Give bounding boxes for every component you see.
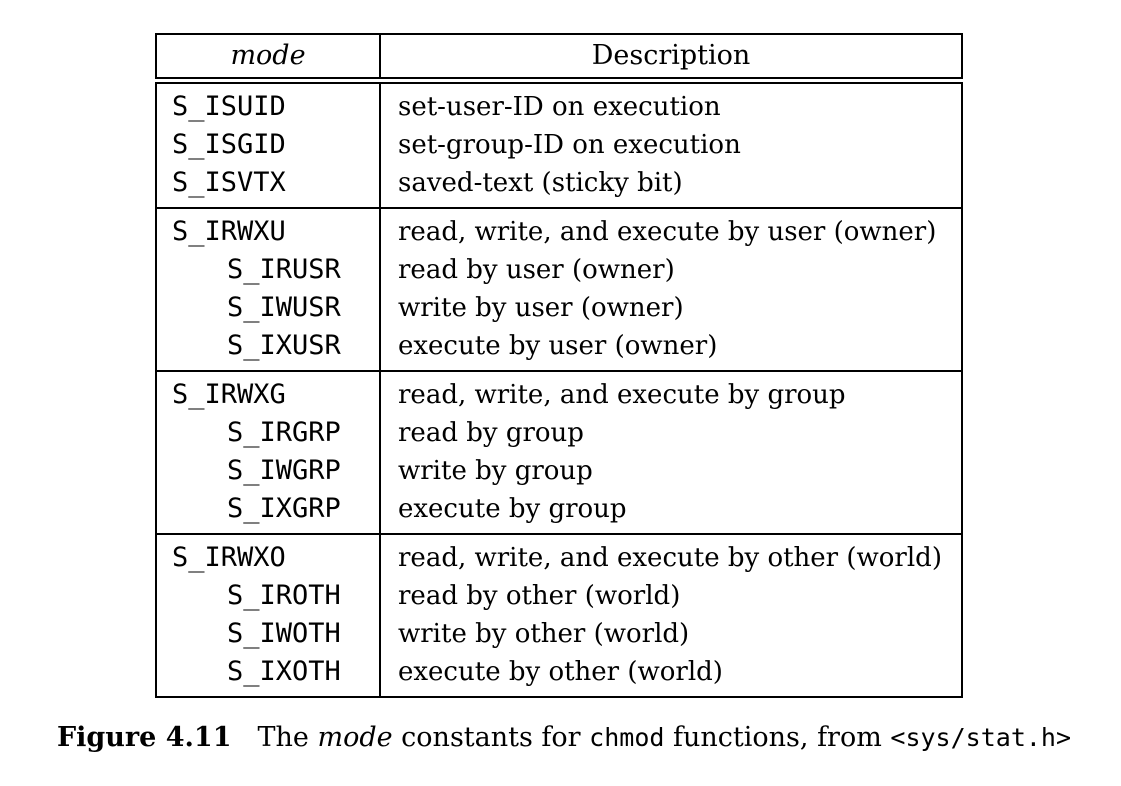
caption-text: constants for (392, 722, 590, 753)
mode-cell: S_IWGRP (227, 454, 341, 486)
figure-number-label: Figure 4.11 (57, 722, 232, 753)
mode-cell: S_IRWXO (172, 541, 286, 573)
table-row: S_IXGRP execute by group (156, 489, 962, 534)
description-cell: execute by other (world) (379, 652, 962, 697)
table-header: mode Description (156, 34, 962, 84)
mode-column-header: mode (156, 34, 380, 84)
mode-cell: S_IXOTH (227, 655, 341, 687)
caption-text: The (257, 722, 318, 753)
mode-cell: S_IRWXU (172, 215, 286, 247)
description-cell: read, write, and execute by group (379, 370, 962, 414)
description-cell: read by group (379, 413, 962, 452)
table-group-setid: S_ISUID set-user-ID on execution S_ISGID… (156, 80, 962, 208)
caption-text: functions, from (664, 722, 891, 753)
description-cell: execute by user (owner) (379, 326, 962, 371)
mode-constants-table: mode Description S_ISUID set-user-ID on … (155, 33, 963, 698)
table-row: S_IWUSR write by user (owner) (156, 288, 962, 327)
mode-cell: S_ISUID (172, 90, 286, 122)
mode-cell: S_IROTH (227, 579, 341, 611)
description-cell: write by other (world) (379, 614, 962, 653)
mode-cell: S_IRWXG (172, 378, 286, 410)
description-cell: read by user (owner) (379, 250, 962, 289)
mode-cell: S_IRGRP (227, 416, 341, 448)
caption-mode-italic: mode (317, 722, 393, 753)
description-cell: read, write, and execute by other (world… (379, 533, 962, 577)
mode-cell: S_IRUSR (227, 253, 341, 285)
table-group-user: S_IRWXU read, write, and execute by user… (156, 207, 962, 371)
table-group-group: S_IRWXG read, write, and execute by grou… (156, 370, 962, 534)
mode-cell: S_ISGID (172, 128, 286, 160)
description-cell: read by other (world) (379, 576, 962, 615)
table-row: S_IRUSR read by user (owner) (156, 250, 962, 289)
table-row: S_ISGID set-group-ID on execution (156, 125, 962, 164)
table-row: S_ISUID set-user-ID on execution (156, 80, 962, 126)
table-row: S_IRWXO read, write, and execute by othe… (156, 533, 962, 577)
table-row: S_IRWXG read, write, and execute by grou… (156, 370, 962, 414)
mode-cell: S_IWOTH (227, 617, 341, 649)
table-row: S_IRGRP read by group (156, 413, 962, 452)
table-row: S_IXUSR execute by user (owner) (156, 326, 962, 371)
description-cell: read, write, and execute by user (owner) (379, 207, 962, 251)
mode-cell: S_IWUSR (227, 291, 341, 323)
table-row: S_ISVTX saved-text (sticky bit) (156, 163, 962, 208)
caption-header-file-code: <sys/stat.h> (890, 723, 1072, 752)
header-row: mode Description (156, 34, 962, 84)
mode-cell: S_ISVTX (172, 166, 286, 198)
description-cell: set-group-ID on execution (379, 125, 962, 164)
table-row: S_IROTH read by other (world) (156, 576, 962, 615)
description-cell: execute by group (379, 489, 962, 534)
table-group-other: S_IRWXO read, write, and execute by othe… (156, 533, 962, 697)
description-cell: saved-text (sticky bit) (379, 163, 962, 208)
table-row: S_IXOTH execute by other (world) (156, 652, 962, 697)
table-row: S_IWOTH write by other (world) (156, 614, 962, 653)
description-cell: write by user (owner) (379, 288, 962, 327)
caption-chmod-code: chmod (589, 723, 665, 752)
table-row: S_IWGRP write by group (156, 451, 962, 490)
table-row: S_IRWXU read, write, and execute by user… (156, 207, 962, 251)
description-cell: set-user-ID on execution (379, 80, 962, 126)
mode-cell: S_IXUSR (227, 329, 341, 361)
description-column-header: Description (379, 34, 962, 84)
description-cell: write by group (379, 451, 962, 490)
mode-cell: S_IXGRP (227, 492, 341, 524)
